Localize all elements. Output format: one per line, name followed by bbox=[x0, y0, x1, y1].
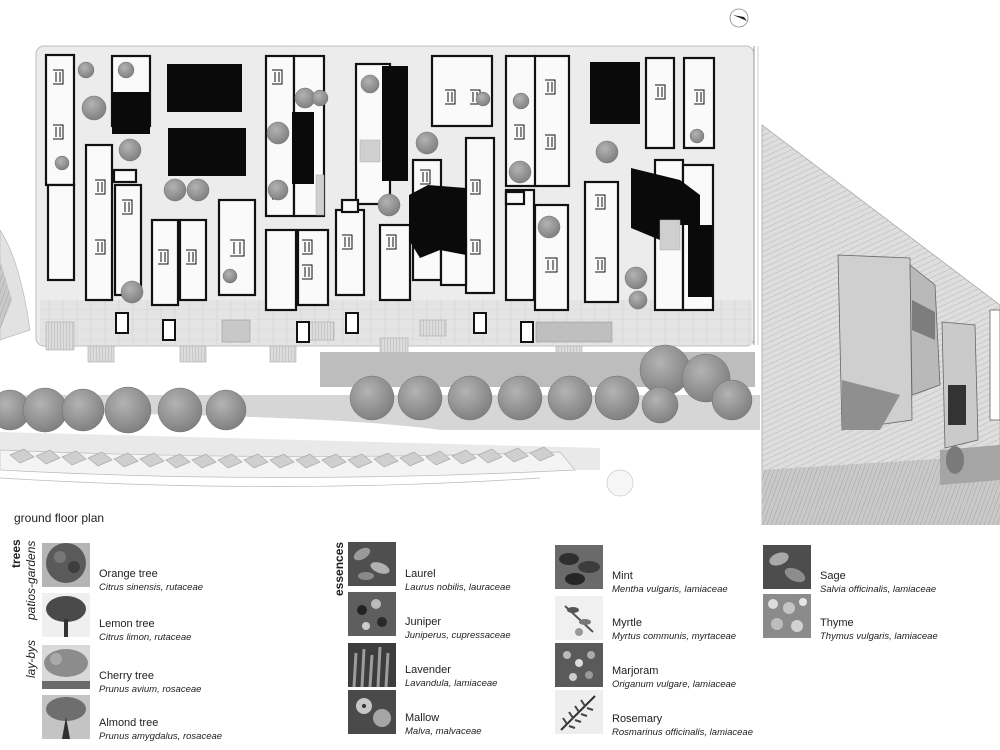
mallow-latin: Malva, malvaceae bbox=[405, 726, 482, 737]
marjoram-name: Marjoram bbox=[612, 665, 659, 677]
sage-name: Sage bbox=[820, 570, 846, 582]
lavender-name: Lavender bbox=[405, 664, 451, 676]
sage-latin: Salvia officinalis, lamiaceae bbox=[820, 584, 937, 595]
ground-floor-plan-caption: ground floor plan bbox=[14, 511, 105, 525]
black-building-masses bbox=[112, 62, 712, 297]
site-plan-drawing bbox=[0, 8, 1000, 525]
north-arrow-icon bbox=[729, 8, 749, 28]
orange-tree-photo bbox=[42, 543, 90, 587]
thyme-latin: Thymus vulgaris, lamiaceae bbox=[820, 631, 938, 642]
lemon-tree-latin: Citrus limon, rutaceae bbox=[99, 632, 192, 643]
street-trees bbox=[0, 344, 753, 434]
thyme-photo bbox=[763, 594, 811, 638]
trees-heading: trees bbox=[9, 539, 23, 568]
lemon-tree-name: Lemon tree bbox=[99, 618, 155, 630]
mint-photo bbox=[555, 545, 603, 589]
lavender-latin: Lavandula, lamiaceae bbox=[405, 678, 498, 689]
laurel-name: Laurel bbox=[405, 568, 436, 580]
patios-gardens-label: patios-gardens bbox=[24, 540, 38, 620]
juniper-photo bbox=[348, 592, 396, 636]
lemon-tree-photo bbox=[42, 593, 90, 637]
marjoram-latin: Origanum vulgare, lamiaceae bbox=[612, 679, 737, 690]
mint-name: Mint bbox=[612, 570, 633, 582]
myrtle-latin: Myrtus communis, myrtaceae bbox=[612, 631, 737, 642]
laurel-photo bbox=[348, 542, 396, 586]
mallow-name: Mallow bbox=[405, 712, 440, 724]
juniper-latin: Juniperus, cupressaceae bbox=[405, 630, 511, 641]
essences-heading: essences bbox=[332, 541, 346, 596]
parking-bays bbox=[0, 446, 576, 487]
almond-tree-name: Almond tree bbox=[99, 717, 159, 729]
almond-tree-latin: Prunus amygdalus, rosaceae bbox=[99, 731, 223, 742]
cherry-tree-photo bbox=[42, 645, 90, 689]
orange-tree-name: Orange tree bbox=[99, 568, 158, 580]
cherry-tree-latin: Prunus avium, rosaceae bbox=[99, 684, 202, 695]
myrtle-name: Myrtle bbox=[612, 617, 642, 629]
mint-latin: Mentha vulgaris, lamiaceae bbox=[612, 584, 728, 595]
perspective-sketch bbox=[761, 124, 1000, 525]
myrtle-photo bbox=[555, 596, 603, 640]
sage-photo bbox=[763, 545, 811, 589]
juniper-name: Juniper bbox=[405, 616, 442, 628]
lavender-photo bbox=[348, 643, 396, 687]
marjoram-photo bbox=[555, 643, 603, 687]
lay-bys-label: lay-bys bbox=[24, 639, 38, 678]
thyme-name: Thyme bbox=[820, 617, 854, 629]
orange-tree-latin: Citrus sinensis, rutaceae bbox=[99, 582, 204, 593]
almond-tree-photo bbox=[42, 695, 90, 739]
patio-trees bbox=[54, 61, 705, 310]
rosemary-latin: Rosmarinus officinalis, lamiaceae bbox=[612, 727, 753, 738]
rosemary-name: Rosemary bbox=[612, 713, 663, 725]
mallow-photo bbox=[348, 690, 396, 734]
rosemary-photo bbox=[555, 690, 603, 734]
cherry-tree-name: Cherry tree bbox=[99, 670, 155, 682]
laurel-latin: Laurus nobilis, lauraceae bbox=[405, 582, 511, 593]
